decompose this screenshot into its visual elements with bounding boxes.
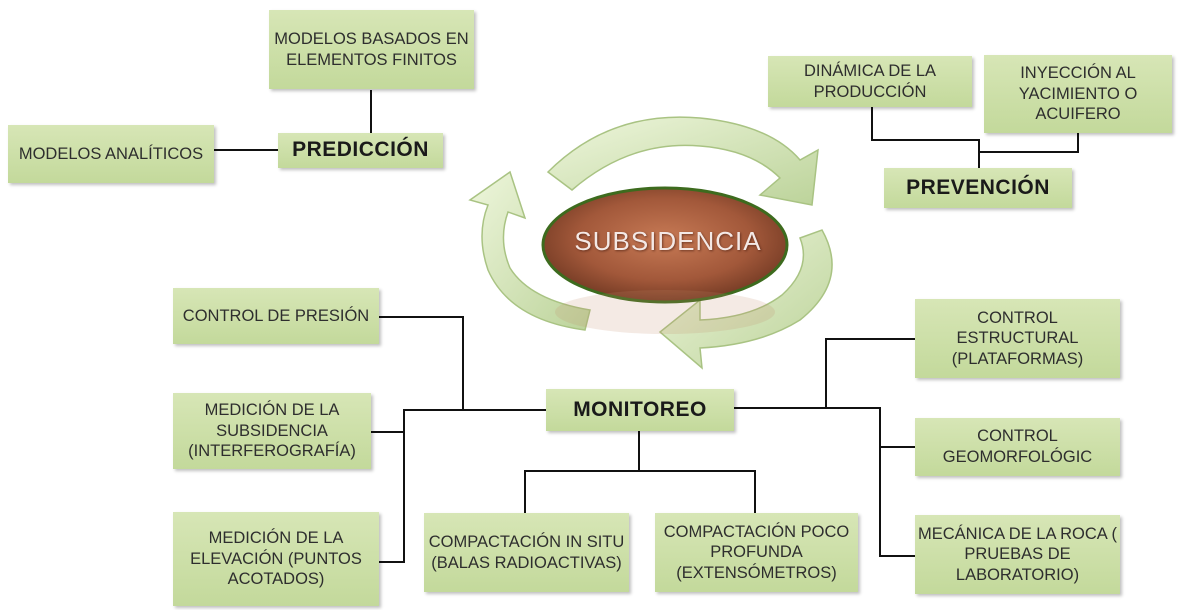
dinamica-produccion-box: DINÁMICA DE LA PRODUCCIÓN: [768, 56, 972, 107]
prediccion-box: PREDICCIÓN: [278, 133, 443, 168]
control-estructural-label: CONTROL ESTRUCTURAL (PLATAFORMAS): [951, 308, 1084, 368]
mecanica-roca-box: MECÁNICA DE LA ROCA ( PRUEBAS DE LABORAT…: [915, 515, 1120, 594]
monitoreo-box: MONITOREO: [546, 389, 734, 431]
control-estructural-box: CONTROL ESTRUCTURAL (PLATAFORMAS): [915, 299, 1120, 378]
compactacion-in-situ-box: COMPACTACIÓN IN SITU (BALAS RADIOACTIVAS…: [424, 513, 629, 592]
medicion-elevacion-label: MEDICIÓN DE LA ELEVACIÓN (PUNTOS ACOTADO…: [190, 529, 362, 589]
subsidencia-label: SUBSIDENCIA: [574, 226, 762, 256]
modelos-analiticos-label: MODELOS ANALÍTICOS: [18, 144, 204, 163]
control-geomorfologico-label: CONTROL GEOMORFOLÓGIC: [942, 427, 1093, 466]
prediccion-title: PREDICCIÓN: [292, 138, 429, 162]
medicion-subsidencia-label: MEDICIÓN DE LA SUBSIDENCIA (INTERFEROGRA…: [188, 401, 356, 461]
cycle-arrows: [468, 116, 833, 370]
monitoreo-title: MONITOREO: [573, 397, 707, 421]
compactacion-poco-profunda-label: COMPACTACIÓN POCO PROFUNDA (EXTENSÓMETRO…: [663, 522, 850, 582]
dinamica-produccion-label: DINÁMICA DE LA PRODUCCIÓN: [803, 61, 937, 101]
compactacion-in-situ-label: COMPACTACIÓN IN SITU (BALAS RADIOACTIVAS…: [428, 532, 625, 572]
arrow-left: [468, 170, 591, 331]
modelos-elementos-finitos-label: MODELOS BASADOS EN ELEMENTOS FINITOS: [274, 29, 469, 69]
arrow-bottom-right: [658, 229, 833, 370]
modelos-elementos-finitos-box: MODELOS BASADOS EN ELEMENTOS FINITOS: [269, 10, 474, 89]
inyeccion-box: INYECCIÓN AL YACIMIENTO O ACUIFERO: [984, 55, 1172, 133]
prevencion-title: PREVENCIÓN: [906, 175, 1050, 199]
prevencion-box: PREVENCIÓN: [884, 168, 1072, 208]
subsidencia-ellipse: [541, 186, 789, 304]
modelos-analiticos-box: MODELOS ANALÍTICOS: [8, 125, 214, 183]
compactacion-poco-profunda-box: COMPACTACIÓN POCO PROFUNDA (EXTENSÓMETRO…: [655, 513, 858, 592]
mecanica-roca-label: MECÁNICA DE LA ROCA ( PRUEBAS DE LABORAT…: [918, 524, 1117, 584]
medicion-elevacion-box: MEDICIÓN DE LA ELEVACIÓN (PUNTOS ACOTADO…: [173, 512, 379, 606]
ellipse-reflection: [555, 290, 775, 334]
medicion-subsidencia-box: MEDICIÓN DE LA SUBSIDENCIA (INTERFEROGRA…: [173, 393, 371, 469]
arrow-top: [546, 116, 819, 206]
inyeccion-label: INYECCIÓN AL YACIMIENTO O ACUIFERO: [1018, 64, 1138, 124]
control-presion-label: CONTROL DE PRESIÓN: [182, 306, 370, 325]
control-presion-box: CONTROL DE PRESIÓN: [173, 288, 379, 344]
control-geomorfologico-box: CONTROL GEOMORFOLÓGIC: [915, 418, 1120, 476]
